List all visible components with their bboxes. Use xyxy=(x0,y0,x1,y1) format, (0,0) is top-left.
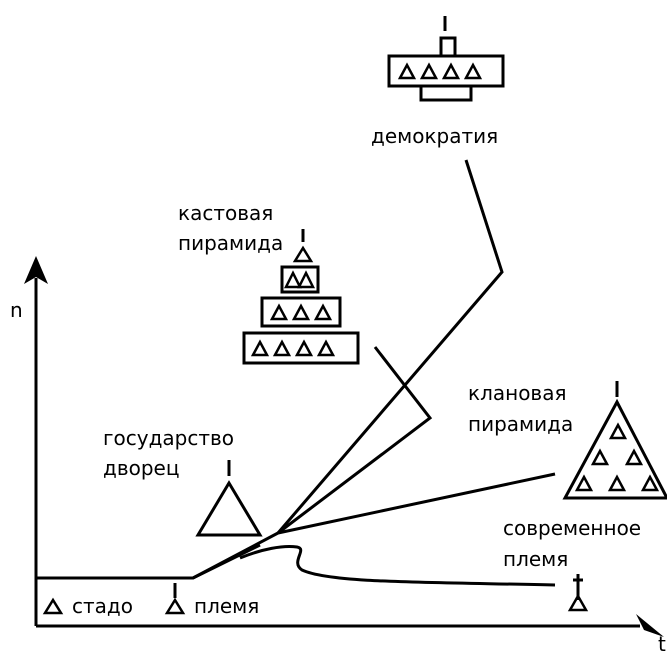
state-branch xyxy=(192,543,261,580)
caste-pyramid-label-line1: кастовая xyxy=(178,201,273,225)
clan-pyramid-symbol: клановая пирамида xyxy=(468,381,667,500)
clan-outer-triangle-icon xyxy=(562,398,667,500)
triangle-icon xyxy=(419,62,439,80)
y-axis-label: n xyxy=(10,298,23,322)
democracy-label: демократия xyxy=(371,124,498,148)
triangle-icon xyxy=(607,474,627,492)
modern-tribe-branch xyxy=(239,545,556,587)
evolution-lines xyxy=(36,159,556,587)
democracy-branch xyxy=(276,159,504,534)
state-label-line1: государство xyxy=(103,426,234,450)
triangle-icon xyxy=(313,303,333,321)
triangle-icon xyxy=(441,62,461,80)
clan-branch xyxy=(277,472,556,535)
triangle-icon xyxy=(640,474,660,492)
triangle-icon xyxy=(397,62,417,80)
triangle-icon xyxy=(590,448,610,466)
triangle-icon xyxy=(250,339,270,357)
triangle-icon xyxy=(574,474,594,492)
triangle-icon xyxy=(624,448,644,466)
caste-pyramid-symbol: кастовая пирамида xyxy=(178,201,360,365)
x-axis-arrow xyxy=(636,614,664,637)
democracy-base-box xyxy=(419,84,473,102)
democracy-main-box xyxy=(387,54,505,88)
state-triangle-icon xyxy=(195,480,263,537)
triangle-icon xyxy=(272,339,292,357)
triangle-icon xyxy=(294,339,314,357)
axes: n t xyxy=(10,256,666,651)
state-label-line2: дворец xyxy=(103,456,179,480)
modern-tribe-label-line2: племя xyxy=(503,547,568,571)
modern-tribe-symbol: современное племя xyxy=(503,516,641,612)
caste-top-triangle-icon xyxy=(292,245,314,263)
legend: стадо племя xyxy=(42,583,259,618)
herd-triangle-icon xyxy=(42,597,64,615)
triangle-icon xyxy=(608,422,628,440)
modern-tribe-triangle-icon xyxy=(567,593,589,612)
clan-pyramid-label-line1: клановая xyxy=(468,381,567,405)
caste-branch xyxy=(277,346,433,535)
triangle-icon xyxy=(283,270,303,289)
state-palace-symbol: государство дворец xyxy=(103,426,263,537)
clan-pyramid-label-line2: пирамида xyxy=(468,412,573,436)
caste-tier-middle xyxy=(260,296,342,328)
triangle-icon xyxy=(291,303,311,321)
tribe-label: племя xyxy=(194,594,259,618)
y-axis-arrow xyxy=(24,256,48,284)
triangle-icon xyxy=(269,303,289,321)
caste-pyramid-label-line2: пирамида xyxy=(178,231,283,255)
democracy-triangles xyxy=(397,62,483,80)
democracy-top-box xyxy=(439,36,457,58)
triangle-icon xyxy=(296,270,316,289)
democracy-symbol: демократия xyxy=(371,16,505,148)
tribe-triangle-icon xyxy=(164,597,186,615)
triangle-icon xyxy=(463,62,483,80)
x-axis-label: t xyxy=(658,632,666,651)
modern-tribe-label-line1: современное xyxy=(503,516,641,540)
herd-label: стадо xyxy=(72,594,133,618)
triangle-icon xyxy=(316,339,336,357)
